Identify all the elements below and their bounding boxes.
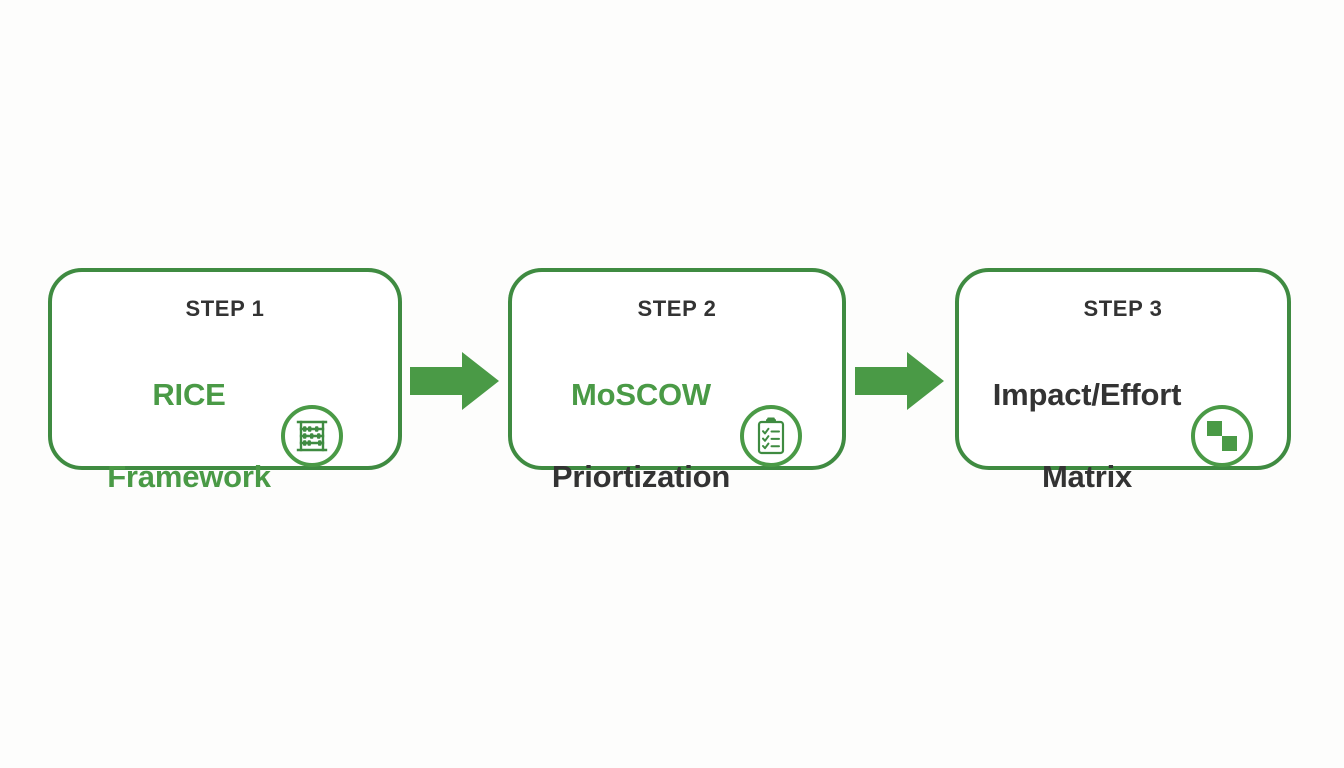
step-card-3[interactable]: STEP 3 Impact/Effort Matrix — [955, 268, 1291, 494]
step-label-2: STEP 2 — [637, 296, 717, 321]
step-3-icon-badge — [1191, 405, 1254, 468]
step-card-1[interactable]: STEP 1 RICE Framework — [48, 268, 402, 494]
step-card-3-body: Impact/Effort Matrix — [959, 334, 1287, 553]
step-title-1: RICE Framework — [107, 334, 271, 539]
step-card-2-body: MoSCOW Priortization — [512, 334, 842, 553]
step-card-1-body: RICE Framework — [52, 334, 398, 553]
step-title-2-line-2: Priortization — [551, 458, 731, 494]
step-title-1-line-1: RICE — [152, 376, 226, 412]
step-title-2-line-1: MoSCOW — [571, 376, 711, 412]
step-title-1-line-2: Framework — [107, 458, 271, 494]
step-title-3-line-2: Matrix — [1041, 458, 1133, 494]
step-label-1: STEP 1 — [185, 296, 265, 321]
step-title-3: Impact/Effort Matrix — [993, 334, 1182, 539]
arrow-step2-to-step3 — [855, 350, 945, 412]
step-card-2[interactable]: STEP 2 MoSCOW Priortization — [508, 268, 846, 494]
step-1-icon-badge — [280, 405, 343, 468]
step-label-3: STEP 3 — [1083, 296, 1163, 321]
clipboard-checklist-icon — [753, 417, 789, 455]
step-2-icon-badge — [740, 405, 803, 468]
matrix-squares-icon — [1205, 419, 1239, 453]
step-title-2: MoSCOW Priortization — [552, 334, 730, 539]
arrow-step1-to-step2 — [410, 350, 500, 412]
step-title-3-line-1: Impact/Effort — [992, 376, 1182, 412]
abacus-icon — [293, 417, 331, 455]
